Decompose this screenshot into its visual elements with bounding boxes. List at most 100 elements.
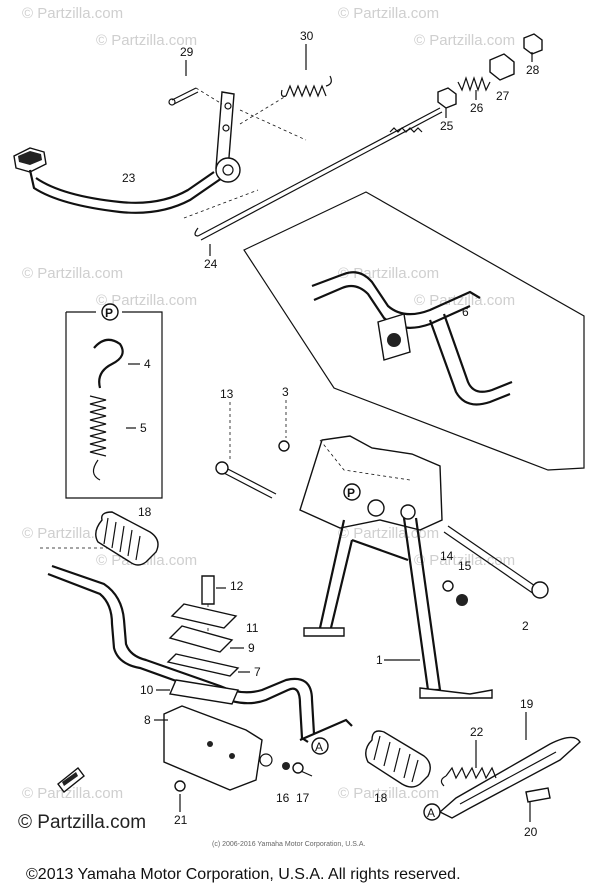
callout-30: 30 xyxy=(300,29,314,43)
guide-line xyxy=(319,439,411,481)
guide-line xyxy=(183,189,259,219)
footrest-assembly: A xyxy=(40,511,431,792)
callout-13: 13 xyxy=(220,387,234,401)
brake-rod xyxy=(197,107,441,237)
guide-line xyxy=(239,95,287,125)
marker-a: A xyxy=(427,806,435,820)
side-stand-bolt xyxy=(525,787,551,803)
watermark-text: © Partzilla.com xyxy=(22,785,123,802)
guide-line xyxy=(195,87,223,105)
callout-24: 24 xyxy=(204,257,218,271)
return-spring xyxy=(285,84,327,98)
guide-line xyxy=(239,109,307,141)
brake-pedal-pad-shade xyxy=(18,151,42,165)
spring-kit-box xyxy=(65,311,163,499)
side-stand-bar-detail xyxy=(459,751,557,805)
brake-rod-end xyxy=(194,227,199,237)
brake-pivot-hole xyxy=(222,164,234,176)
callout-19: 19 xyxy=(520,697,534,711)
copyright-notice: ©2013 Yamaha Motor Corporation, U.S.A. A… xyxy=(26,866,461,883)
callout-25: 25 xyxy=(440,119,454,133)
watermark-text: © Partzilla.com xyxy=(22,5,123,22)
stand-bolt xyxy=(221,465,277,499)
cap-nut xyxy=(523,33,543,55)
callout-8: 8 xyxy=(144,713,151,727)
nut xyxy=(282,762,290,770)
cotter-pin-head xyxy=(168,98,176,106)
callout-18a: 18 xyxy=(138,505,152,519)
stand-spring-hook xyxy=(93,338,124,389)
callout-18b: 18 xyxy=(374,791,388,805)
watermark-text: © Partzilla.com xyxy=(338,785,439,802)
clamp-rubber xyxy=(166,653,240,677)
marker-a: A xyxy=(315,740,323,754)
stand-nut xyxy=(278,440,290,452)
stand-leg-right xyxy=(402,517,442,692)
rod-thread xyxy=(389,127,423,133)
brake-rod-edge xyxy=(200,111,443,241)
callout-7: 7 xyxy=(254,665,261,679)
watermarks: © Partzilla.com © Partzilla.com © Partzi… xyxy=(22,5,515,802)
stand-bracket-tube-edge xyxy=(313,284,471,329)
center-stand-assembly: P xyxy=(215,400,549,699)
callout-22: 22 xyxy=(470,725,484,739)
footrest-rubber-left xyxy=(95,511,159,566)
callout-2: 2 xyxy=(522,619,529,633)
marker-p-circle xyxy=(343,483,361,501)
watermark-text: © Partzilla.com xyxy=(338,265,439,282)
bracket-boss xyxy=(387,333,401,347)
stand-spring xyxy=(89,395,107,457)
footrest-bracket xyxy=(163,705,263,791)
marker-a-circle xyxy=(423,803,441,821)
marker-a-circle xyxy=(311,737,329,755)
stand-pivot xyxy=(367,499,385,517)
callout-4: 4 xyxy=(144,357,151,371)
callout-23: 23 xyxy=(122,171,136,185)
side-stand-spring-hook xyxy=(440,775,447,787)
brake-pedal-arm-edge xyxy=(35,171,215,204)
marker-p: P xyxy=(105,306,113,320)
rubber-ribs xyxy=(373,735,419,783)
bracket-hole xyxy=(229,753,235,759)
watermark-text: © Partzilla.com xyxy=(96,292,197,309)
brake-pedal-assembly xyxy=(13,33,543,241)
clamp-plate xyxy=(170,603,238,629)
callout-29: 29 xyxy=(180,45,194,59)
footrest-bar-end xyxy=(299,718,353,742)
washer xyxy=(442,580,454,592)
callout-26: 26 xyxy=(470,101,484,115)
rod-nut xyxy=(489,53,515,81)
footrest-bolt xyxy=(201,575,215,605)
small-bracket-shade xyxy=(62,772,78,786)
callout-15: 15 xyxy=(458,559,472,573)
callout-27: 27 xyxy=(496,89,510,103)
group-box-outline xyxy=(243,191,585,471)
watermark-text: © Partzilla.com xyxy=(414,32,515,49)
side-stand-spring xyxy=(445,766,497,780)
bracket-pivot xyxy=(259,753,273,767)
brake-pivot-boss xyxy=(215,157,241,183)
watermark-text: © Partzilla.com xyxy=(22,265,123,282)
watermark-text: © Partzilla.com xyxy=(96,32,197,49)
lever-hole xyxy=(222,124,230,132)
stand-bracket-leg xyxy=(428,319,511,406)
main-stand-bracket-group xyxy=(243,191,585,471)
callout-9: 9 xyxy=(248,641,255,655)
stand-shaft-head xyxy=(531,581,549,599)
callout-12: 12 xyxy=(230,579,244,593)
lever-hole xyxy=(224,102,232,110)
spring-hooks xyxy=(280,75,332,97)
callout-6: 6 xyxy=(462,305,469,319)
cotter-pin xyxy=(171,87,199,105)
rubber-ribs xyxy=(103,517,141,561)
callout-16: 16 xyxy=(276,791,290,805)
watermark-text: © Partzilla.com xyxy=(414,552,515,569)
callout-11: 11 xyxy=(246,621,259,635)
footrest-bar-edge xyxy=(51,564,316,735)
callout-10: 10 xyxy=(140,683,154,697)
callout-3: 3 xyxy=(282,385,289,399)
watermark-text: © Partzilla.com xyxy=(338,5,439,22)
stand-shaft xyxy=(443,525,539,595)
marker-p: P xyxy=(347,486,355,500)
